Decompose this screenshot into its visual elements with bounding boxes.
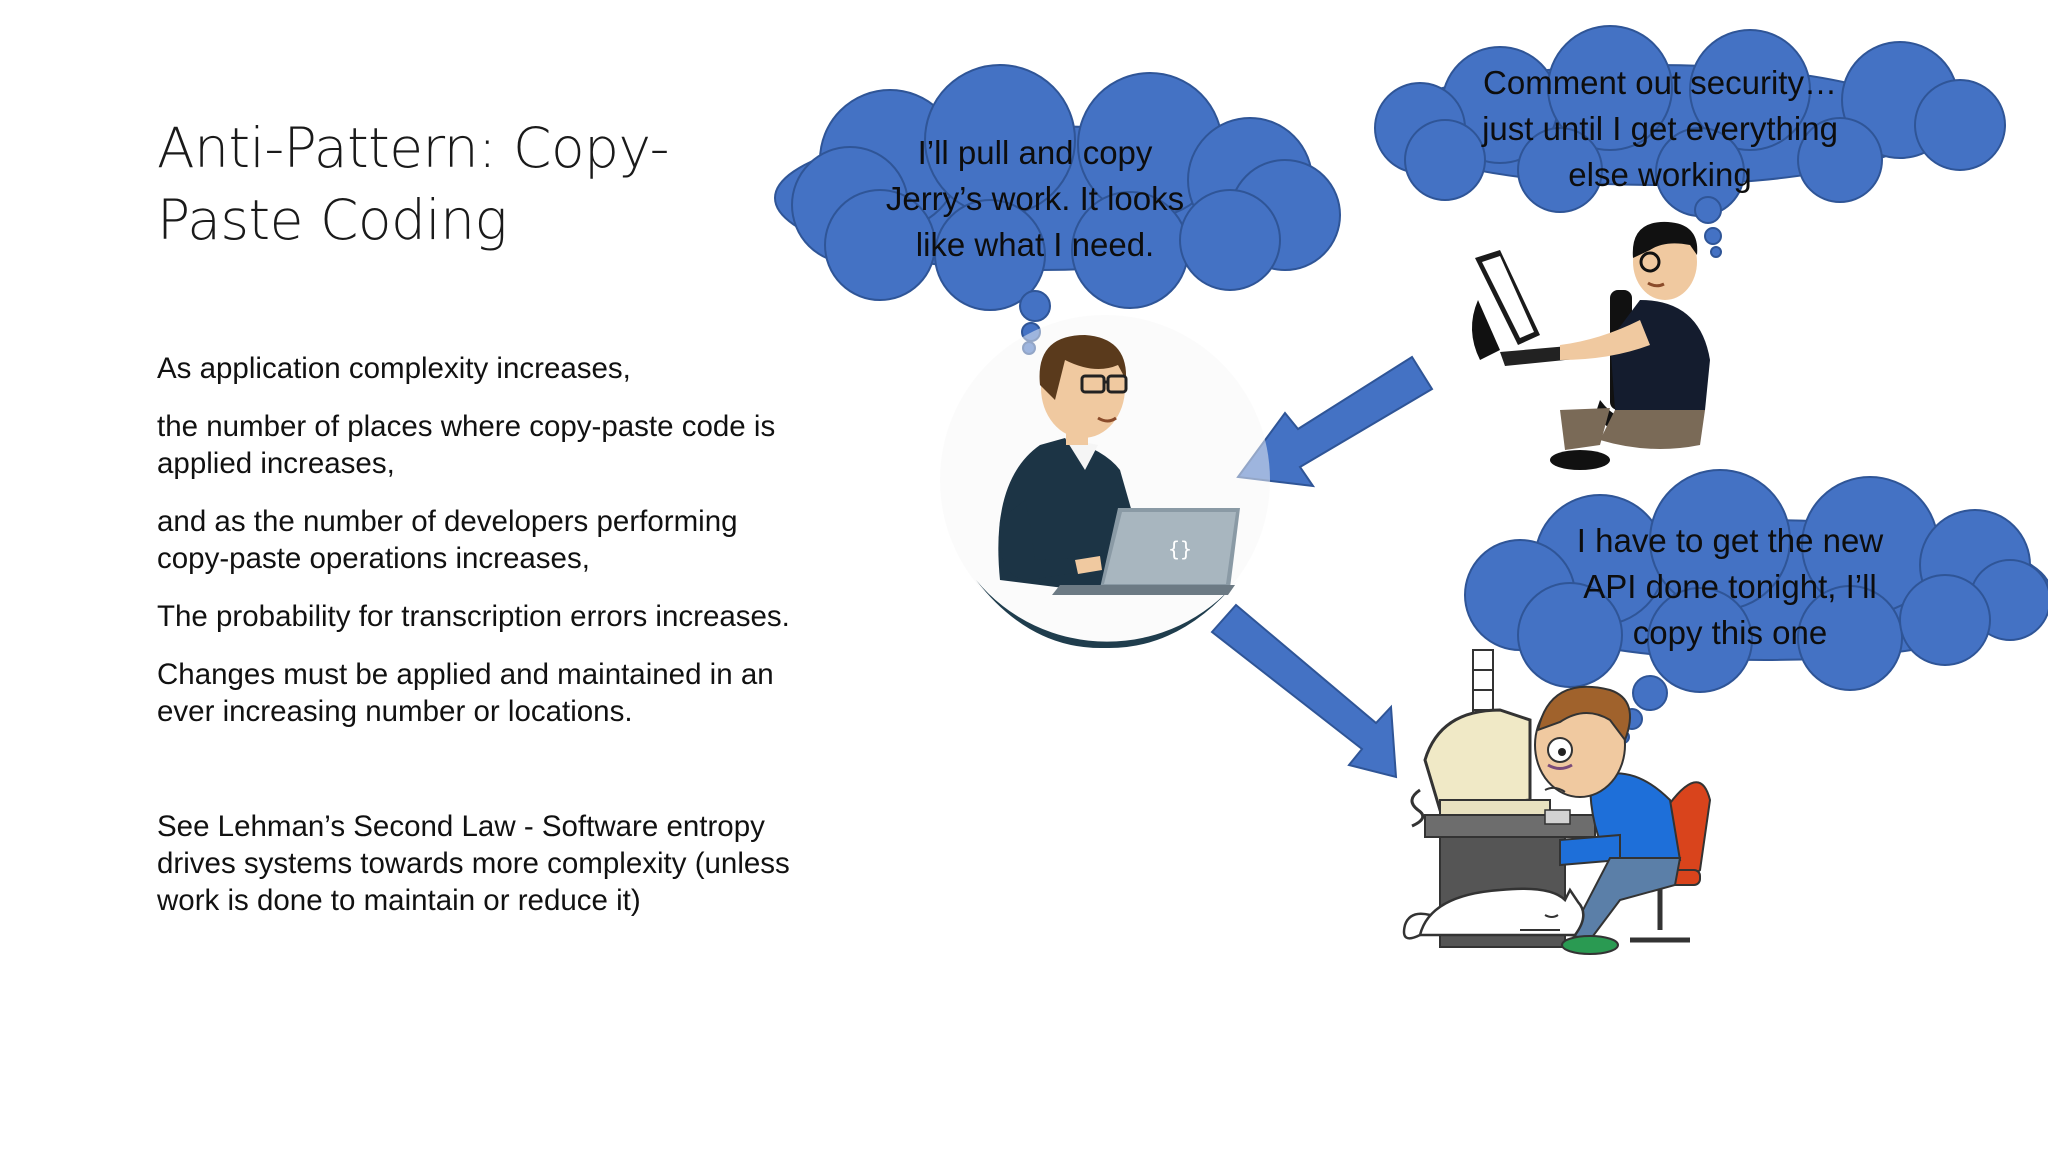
top-right-bubble-line-3: else working: [1568, 156, 1752, 193]
bottom-right-bubble-line-2: API done tonight, I’ll: [1583, 568, 1877, 605]
thought-bubble-icon: [1464, 469, 2048, 744]
paragraph-complexity: As application complexity increases,: [157, 352, 631, 385]
top-right-bubble-text: Comment out security… just until I get e…: [1440, 60, 1880, 198]
paragraph-probability: The probability for transcription errors…: [157, 600, 790, 633]
bottom-right-bubble-text: I have to get the new API done tonight, …: [1520, 518, 1940, 656]
center-bubble-line-3: like what I need.: [915, 226, 1155, 263]
paragraph-developers: and as the number of developers performi…: [157, 505, 738, 575]
thought-bubble-icon: [774, 64, 1341, 355]
slide-title: Anti-Pattern: Copy- Paste Coding: [157, 112, 777, 256]
paragraph-changes: Changes must be applied and maintained i…: [157, 658, 774, 728]
laptop-logo: {}: [1168, 537, 1192, 561]
paragraph-lehman-note: See Lehman’s Second Law - Software entro…: [157, 810, 790, 917]
slide-title-line-2: Paste Coding: [157, 188, 508, 252]
developer-desk-icon: [1471, 221, 1710, 470]
thought-bubble-icon: [1374, 25, 2006, 258]
paragraph-places: the number of places where copy-paste co…: [157, 410, 776, 480]
center-bubble-line-2: Jerry’s work. It looks: [885, 180, 1185, 217]
bottom-right-bubble-line-3: copy this one: [1632, 614, 1828, 651]
center-bubble-line-1: I’ll pull and copy: [917, 134, 1153, 171]
developer-laptop-icon: {}: [940, 315, 1270, 649]
bottom-right-bubble-line-1: I have to get the new: [1576, 522, 1884, 559]
down-right-arrow-icon: [1210, 603, 1398, 779]
center-bubble-text: I’ll pull and copy Jerry’s work. It look…: [835, 130, 1235, 268]
top-right-bubble-line-2: just until I get everything: [1482, 110, 1838, 147]
top-right-bubble-line-1: Comment out security…: [1483, 64, 1837, 101]
slide-title-line-1: Anti-Pattern: Copy-: [157, 116, 669, 180]
sleeping-cat-icon: [1402, 887, 1585, 940]
slide-body: As application complexity increases, the…: [157, 350, 797, 940]
